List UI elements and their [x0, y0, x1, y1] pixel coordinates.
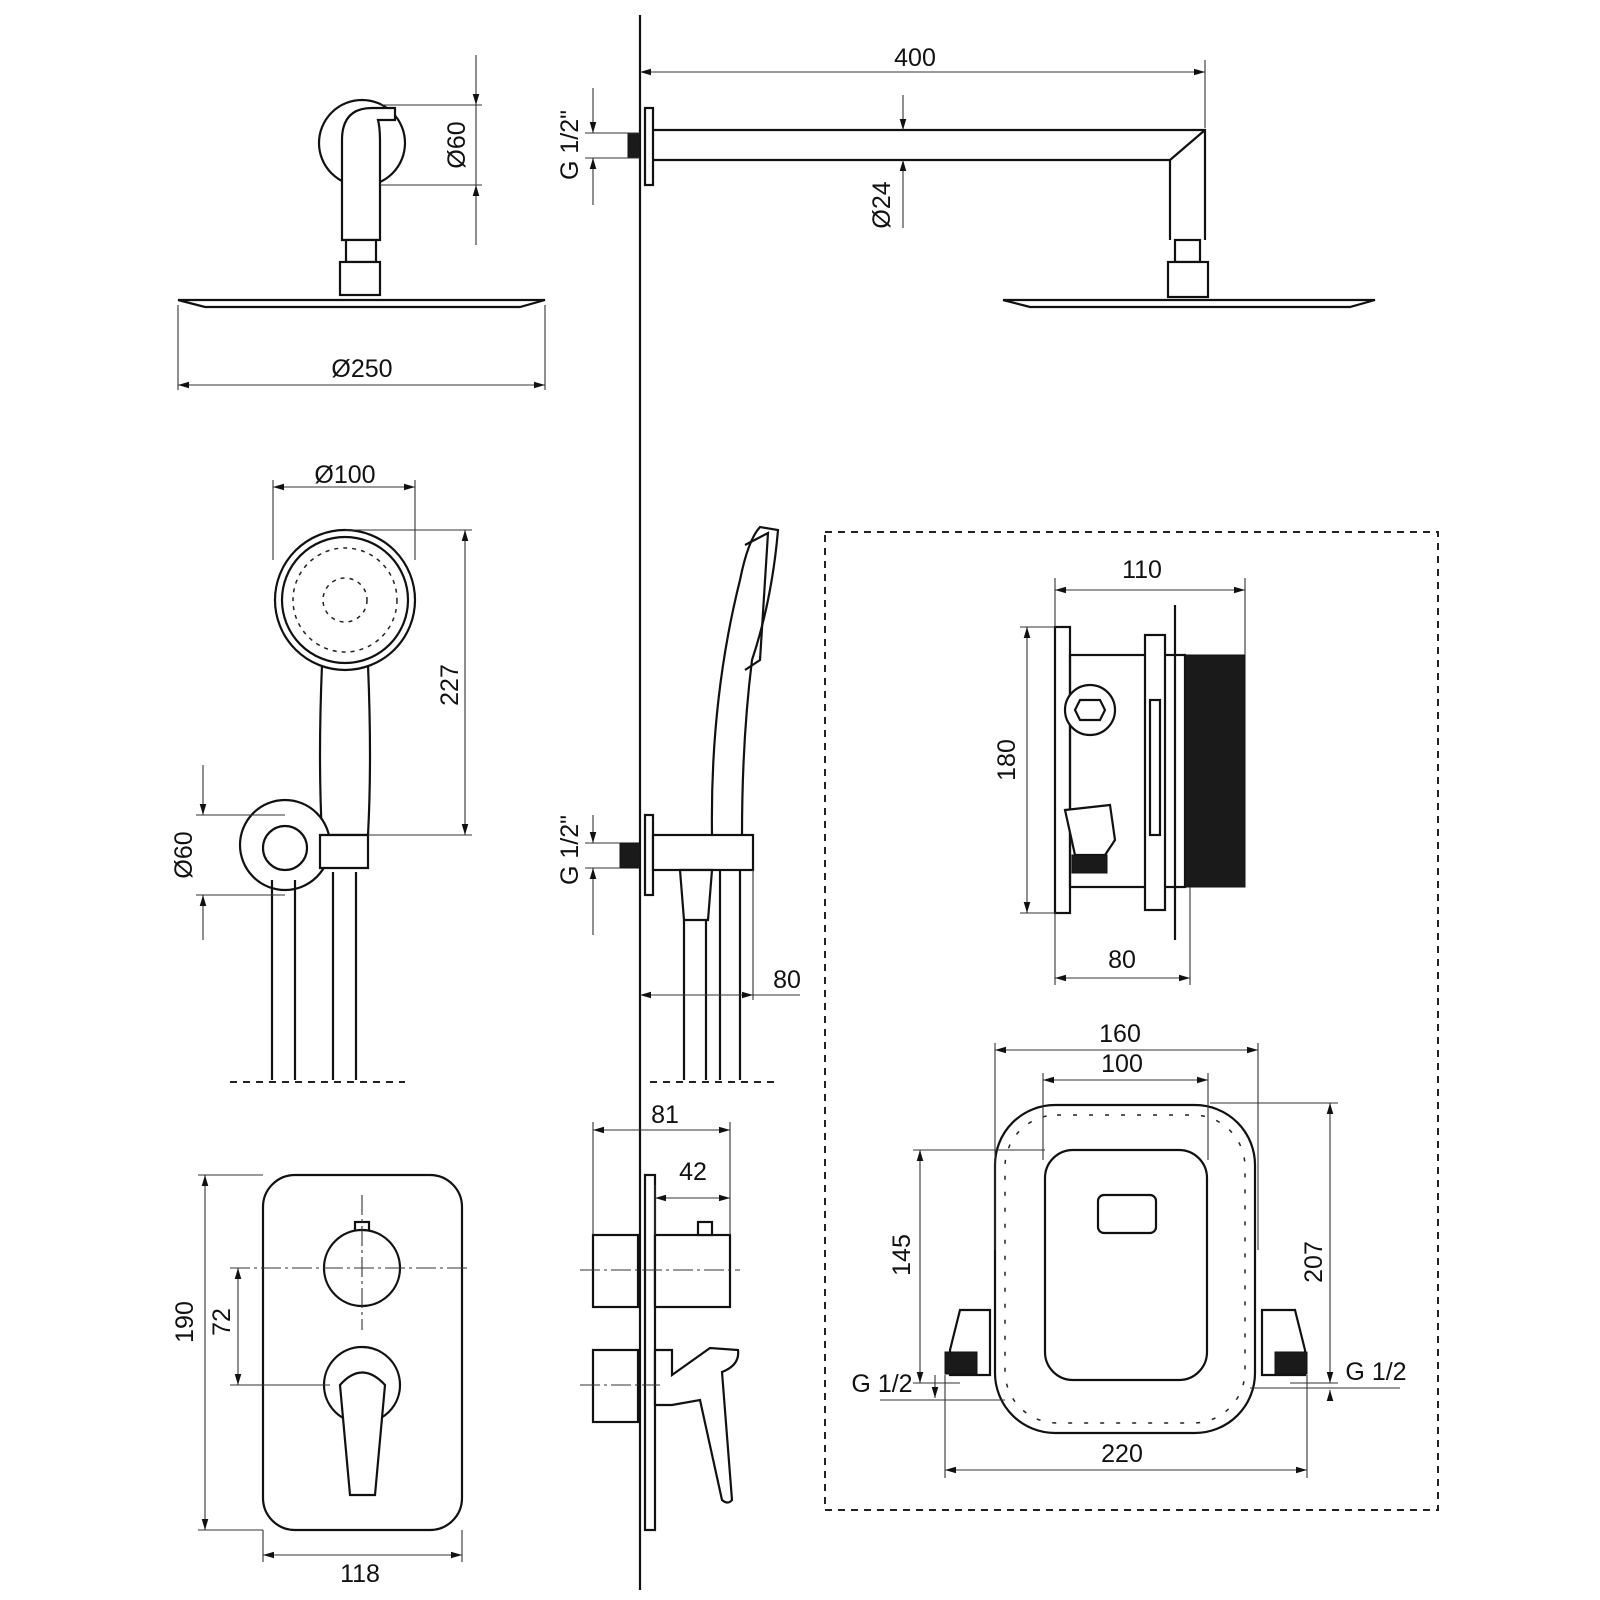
concealed-box-frame	[824, 531, 1439, 1511]
dim-plate-height: 190	[171, 1301, 199, 1343]
dim-hand-connection: G 1/2"	[556, 815, 584, 885]
dim-mixer-depth: 81	[651, 1101, 679, 1129]
dim-axis-spacing: 72	[208, 1308, 236, 1336]
dim-frame-height-inner: 145	[888, 1234, 916, 1276]
dim-frame-height: 207	[1300, 1241, 1328, 1283]
dim-box-width: 110	[1122, 556, 1162, 584]
dim-plate-width: 118	[340, 1560, 380, 1588]
dim-top-connection: G 1/2"	[556, 110, 584, 180]
mixer-plate-front-view: 190 72 118	[171, 1173, 470, 1588]
dim-knob-depth: 42	[679, 1158, 707, 1186]
dim-holder-dia: Ø60	[170, 831, 198, 878]
overhead-shower-front-view: Ø250 Ø60	[177, 55, 546, 390]
dim-head-dia: Ø250	[331, 355, 392, 383]
dim-hand-head-dia: Ø100	[314, 461, 375, 489]
hand-shower-front-view: Ø100 227 Ø60	[170, 461, 472, 1083]
dim-arm-dia: Ø24	[868, 181, 896, 228]
dim-pipe-right: G 1/2	[1345, 1358, 1406, 1386]
overhead-shower-side-view: 400 Ø24 G 1/2"	[556, 44, 1376, 309]
dim-box-depth: 80	[1108, 946, 1136, 974]
dim-box-height: 180	[993, 739, 1021, 781]
dim-holder-depth: 80	[773, 966, 801, 994]
concealed-box-side-view: 110 180 80	[993, 556, 1246, 985]
mixer-side-view: 81 42	[580, 1101, 740, 1532]
dim-arm-length: 400	[894, 44, 936, 72]
dim-hand-length: 227	[436, 664, 464, 706]
dim-wall-flange-dia: Ø60	[443, 121, 471, 168]
concealed-box-front-view: 160 100 145 207 G 1/2 G 1/2 220	[851, 1020, 1407, 1478]
dim-frame-width: 220	[1101, 1440, 1143, 1468]
dim-frame-outer: 160	[1099, 1020, 1141, 1048]
dim-frame-inner: 100	[1101, 1050, 1143, 1078]
dim-pipe-left: G 1/2	[851, 1370, 912, 1398]
hand-shower-side-view: G 1/2" 80	[556, 525, 801, 1083]
